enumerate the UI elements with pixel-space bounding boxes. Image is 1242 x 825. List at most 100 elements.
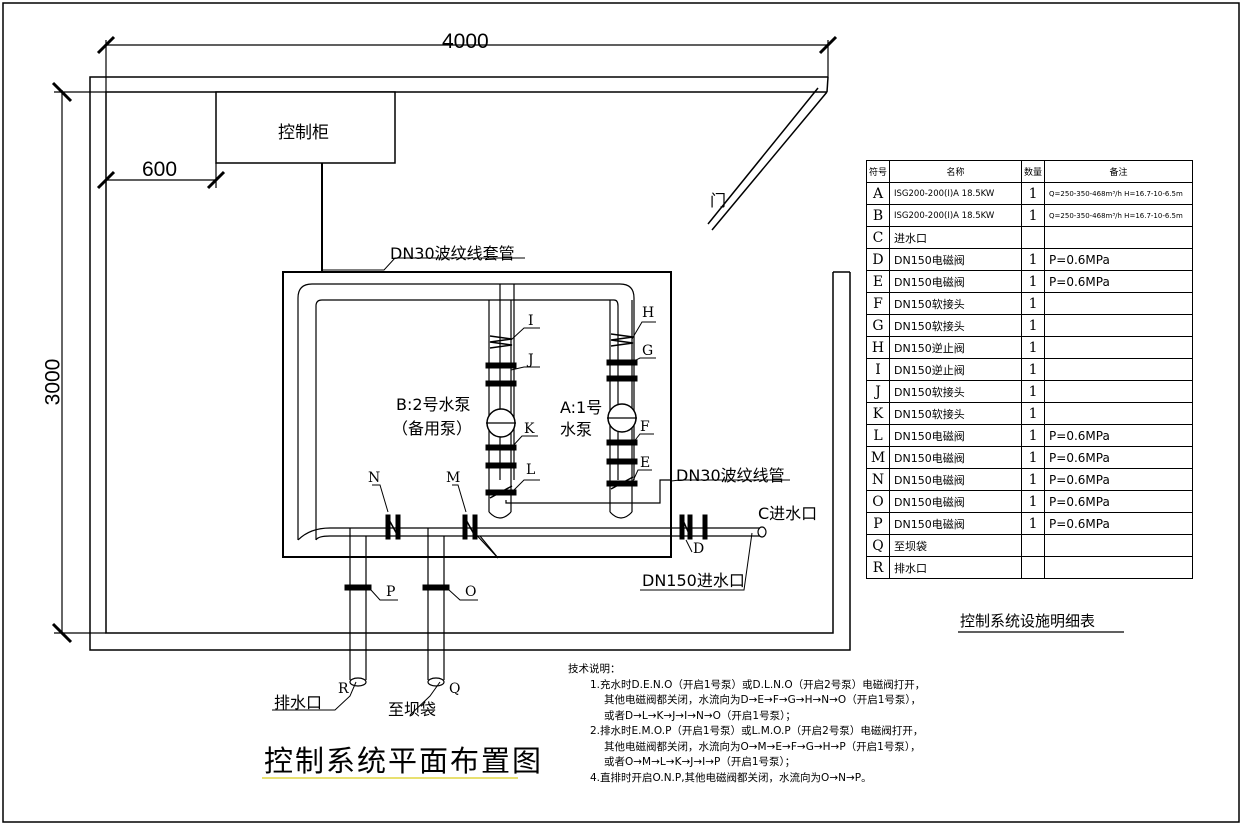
offset-dimension: 600 <box>142 158 178 181</box>
pump-b-sublabel: （备用泵） <box>392 419 473 438</box>
row-qty: 1 <box>1021 248 1046 271</box>
row-note <box>1044 556 1194 579</box>
letter-h: H <box>642 305 655 321</box>
letter-g: G <box>642 343 654 359</box>
dimension-lines <box>51 35 838 644</box>
row-name: DN150逆止阀 <box>889 336 1023 359</box>
row-qty: 1 <box>1021 292 1046 315</box>
row-note: P=0.6MPa <box>1044 468 1194 491</box>
row-name: DN150软接头 <box>889 380 1023 403</box>
row-name: DN150电磁阀 <box>889 446 1023 469</box>
valve-f-icon <box>606 439 638 446</box>
row-note: P=0.6MPa <box>1044 270 1194 293</box>
row-symbol: B <box>865 204 891 227</box>
letter-k: K <box>524 421 535 437</box>
row-note <box>1044 380 1194 403</box>
valve-k-icon <box>485 444 517 451</box>
row-qty: 1 <box>1021 380 1046 403</box>
letter-i: I <box>528 313 534 329</box>
row-note: P=0.6MPa <box>1044 490 1194 513</box>
room-walls <box>89 76 851 651</box>
conduit-label: DN30波纹线套管 <box>390 244 515 263</box>
row-name: 排水口 <box>889 556 1023 579</box>
row-symbol: L <box>865 424 891 447</box>
row-note: Q=250-350-468m³/h H=16.7-10-6.5m <box>1044 204 1194 227</box>
row-symbol: M <box>865 446 891 469</box>
row-note <box>1044 336 1194 359</box>
letter-o: O <box>465 584 477 600</box>
header-qty: 数量 <box>1021 160 1046 183</box>
row-name: DN150软接头 <box>889 292 1023 315</box>
letter-r: R <box>338 681 349 697</box>
row-note <box>1044 226 1194 249</box>
leader-lines <box>272 257 790 716</box>
row-note <box>1044 534 1194 557</box>
row-name: DN150电磁阀 <box>889 512 1023 535</box>
row-qty: 1 <box>1021 468 1046 491</box>
letter-f: F <box>640 419 650 435</box>
tech-note-line: 4.直排时开启O.N.P,其他电磁阀都关闭，水流向为O→N→P。 <box>590 771 872 784</box>
letter-p: P <box>386 584 396 600</box>
row-symbol: G <box>865 314 891 337</box>
row-qty: 1 <box>1021 512 1046 535</box>
row-note: P=0.6MPa <box>1044 446 1194 469</box>
tech-notes: 技术说明： 1.充水时D.E.N.O（开启1号泵）或D.L.N.O（开启2号泵）… <box>568 662 925 786</box>
drawing-title: 控制系统平面布置图 <box>264 744 544 778</box>
table-header-row: 符号 名称 数量 备注 <box>865 160 1194 183</box>
row-symbol: H <box>865 336 891 359</box>
row-name: DN150电磁阀 <box>889 248 1023 271</box>
drain-label: 排水口 <box>274 693 323 712</box>
pump-a-column <box>606 300 638 519</box>
row-symbol: N <box>865 468 891 491</box>
pump-a-label: A:1号 <box>560 398 603 417</box>
row-symbol: A <box>865 182 891 205</box>
row-name: DN150电磁阀 <box>889 490 1023 513</box>
row-note: P=0.6MPa <box>1044 424 1194 447</box>
table-caption: 控制系统设施明细表 <box>960 612 1096 630</box>
row-note <box>1044 314 1194 337</box>
pump-b-label: B:2号水泵 <box>396 395 471 414</box>
row-symbol: K <box>865 402 891 425</box>
row-symbol: C <box>865 226 891 249</box>
row-symbol: O <box>865 490 891 513</box>
row-symbol: Q <box>865 534 891 557</box>
letter-n: N <box>368 470 381 486</box>
row-qty: 1 <box>1021 314 1046 337</box>
tech-note-line: 其他电磁阀都关闭，水流向为D→E→F→G→H→N→O（开启1号泵）， <box>604 694 922 706</box>
row-note: Q=250-350-468m³/h H=16.7-10-6.5m <box>1044 182 1194 205</box>
bottom-valves <box>344 514 708 591</box>
row-qty: 1 <box>1021 182 1046 205</box>
row-qty: 1 <box>1021 446 1046 469</box>
height-dimension: 3000 <box>41 358 65 406</box>
pump-a-sublabel: 水泵 <box>560 420 593 439</box>
row-symbol: P <box>865 512 891 535</box>
header-name: 名称 <box>889 160 1023 183</box>
header-symbol: 符号 <box>865 160 891 183</box>
row-qty <box>1021 226 1046 249</box>
inlet-dn150-label: DN150进水口 <box>642 571 745 590</box>
row-name: ISG200-200(I)A 18.5KW <box>889 204 1023 227</box>
row-symbol: E <box>865 270 891 293</box>
row-name: DN150电磁阀 <box>889 424 1023 447</box>
wire-pipe-label: DN30波纹线管 <box>676 466 785 485</box>
letter-e: E <box>640 455 651 471</box>
row-name: ISG200-200(I)A 18.5KW <box>889 182 1023 205</box>
row-symbol: J <box>865 380 891 403</box>
